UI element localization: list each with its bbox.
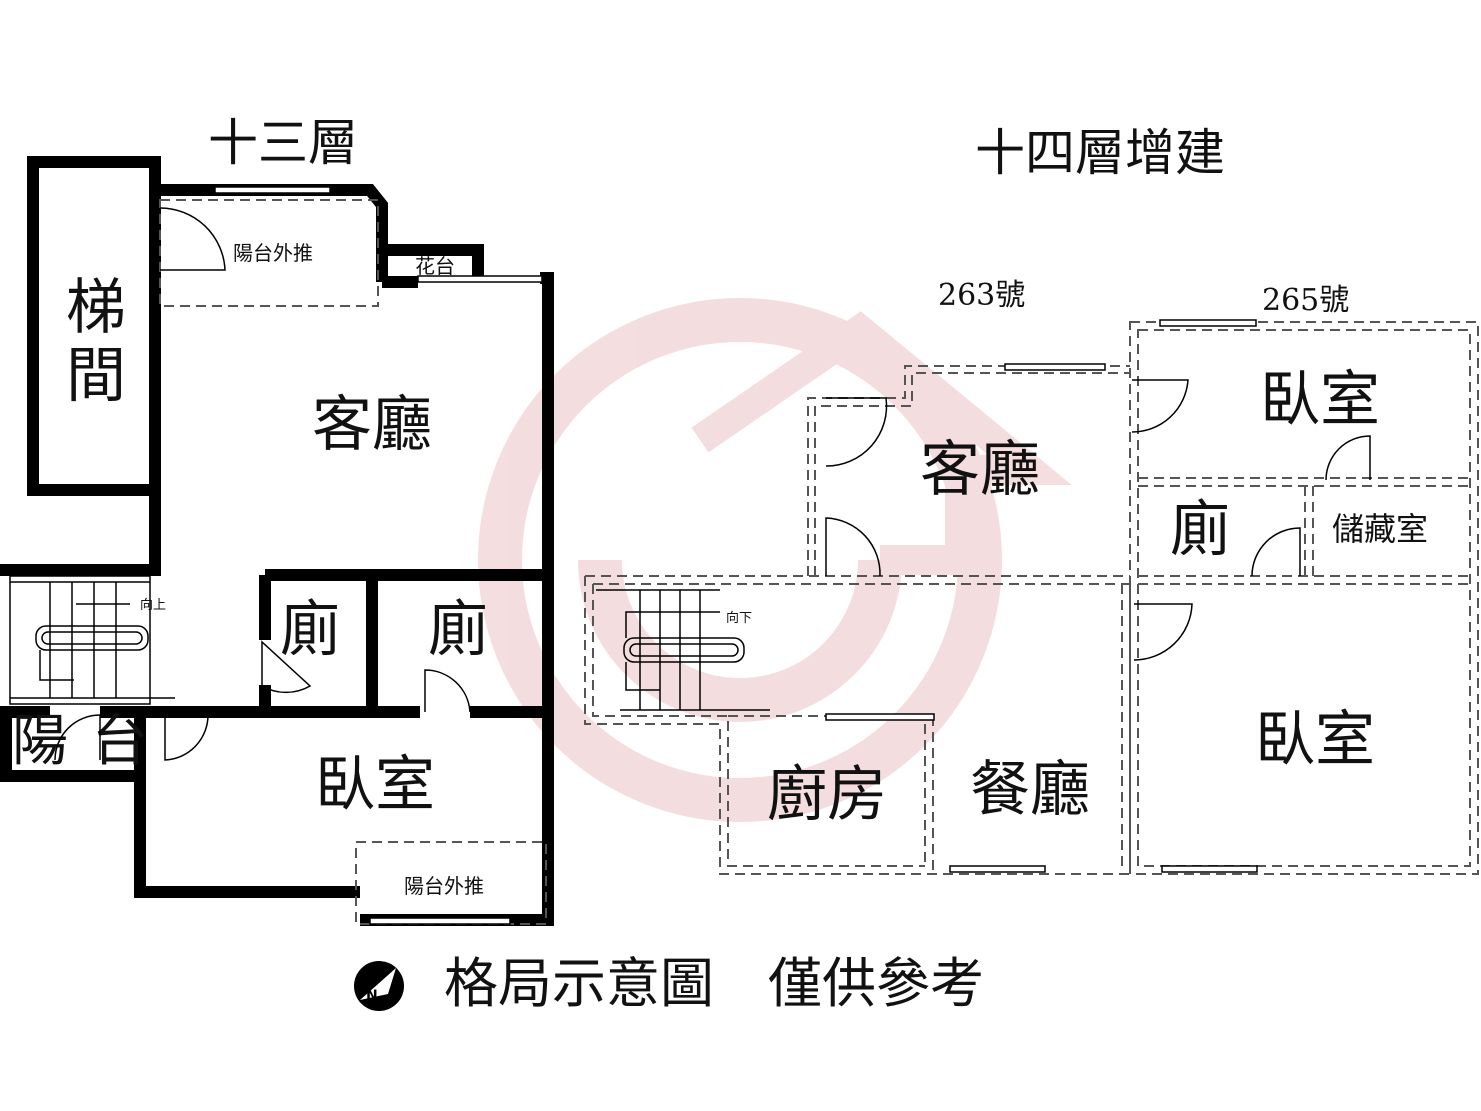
door-bedroom-top-14: [1131, 379, 1189, 433]
kitchen-14-label: 廚房: [767, 760, 887, 830]
compass-letter: N: [366, 988, 378, 1004]
living-14-label: 客廳: [920, 435, 1040, 505]
floor14-outline: [584, 321, 1479, 875]
window-living-14: [1004, 363, 1106, 371]
living-13-label: 客廳: [312, 390, 432, 460]
bedroom-13-label: 臥室: [315, 750, 435, 820]
balcony-top-outline: [159, 199, 379, 307]
watermark-logo-icon: [478, 298, 1072, 822]
bedroom-top-14-label: 臥室: [1260, 365, 1380, 435]
bath-2-13-label: 廁: [428, 595, 488, 665]
storage-14-label: 儲藏室: [1332, 510, 1428, 548]
footer-caption: 格局示意圖 僅供參考: [444, 952, 984, 1015]
compass-north-icon: N: [354, 961, 404, 1011]
door-living-14-top: [825, 397, 888, 467]
balcony-bottom-label: 陽台外推: [404, 874, 484, 898]
stairwell-label-2: 間: [66, 341, 126, 411]
window-bottom: [369, 917, 511, 925]
door-bath-1: [261, 640, 312, 694]
unit-263-label: 263號: [938, 278, 1025, 313]
unit-265-label: 265號: [1262, 283, 1349, 318]
bath-1-13-label: 廁: [280, 595, 340, 665]
window-living-13: [417, 275, 543, 283]
stairwell-label-1: 梯: [66, 273, 126, 343]
window-kitchen-14: [825, 713, 935, 721]
planter-label: 花台: [415, 254, 455, 278]
stairs-down-label: 向下: [726, 610, 752, 626]
stairwell-box: [27, 156, 161, 496]
window-top: [214, 186, 331, 194]
balcony-left-label-2: 台: [92, 709, 148, 774]
door-bedroom-13: [164, 714, 209, 761]
bath-14-label: 廁: [1170, 495, 1230, 565]
door-bedroom-bottom-14: [1133, 603, 1193, 661]
window-bedroom-top-14: [1159, 319, 1257, 327]
floor13-title: 十三層: [208, 114, 358, 172]
floor14-title: 十四層增建: [975, 124, 1225, 182]
stairs-up-label: 向上: [140, 597, 166, 613]
balcony-top-label: 陽台外推: [233, 241, 313, 265]
door-bath-14: [1251, 527, 1301, 577]
door-balcony-left: [54, 714, 101, 761]
door-bath-2: [424, 669, 471, 713]
balcony-bottom-outline: [355, 841, 547, 925]
door-balcony-13: [159, 207, 226, 271]
stairs-14: [596, 589, 770, 711]
stairs-13: [9, 575, 175, 705]
window-bedroom-bottom-14: [1161, 865, 1258, 873]
bedroom-bottom-14-label: 臥室: [1255, 705, 1375, 775]
window-dining-14: [949, 865, 1046, 873]
dining-14-label: 餐廳: [970, 755, 1090, 825]
door-storage-14: [1325, 435, 1371, 481]
door-living-14-bottom: [825, 517, 881, 577]
